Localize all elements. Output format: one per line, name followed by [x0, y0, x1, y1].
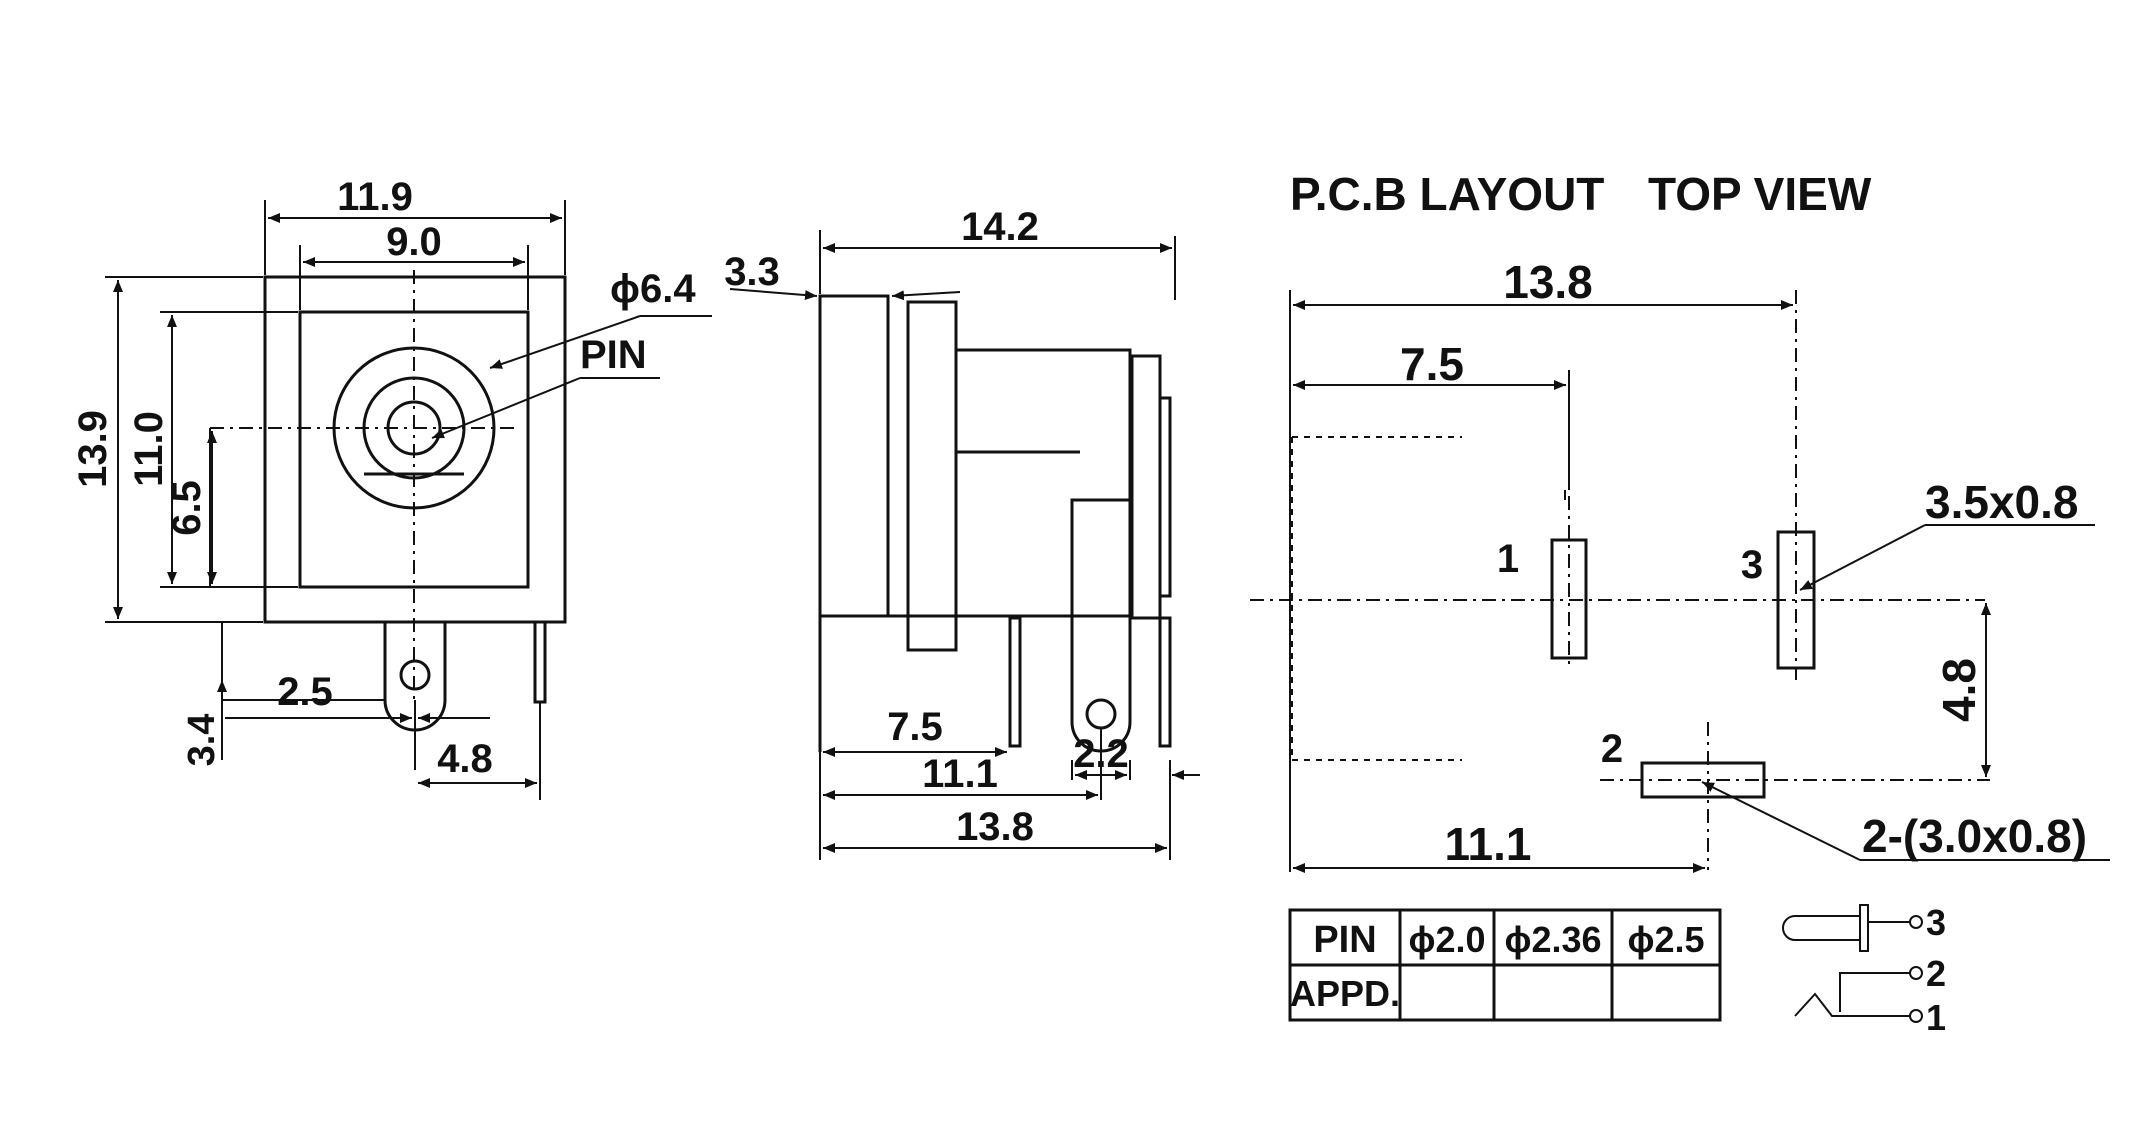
pcb-dim-overall: 13.8 [1503, 256, 1593, 308]
pad-1 [1550, 538, 1588, 660]
pad-label-3: 3 [1741, 543, 1763, 587]
pcb-dim-row-offset: 4.8 [1933, 658, 1985, 722]
dim-pin1-pos: 7.5 [887, 705, 943, 749]
pcb-layout-title: P.C.B LAYOUT [1290, 168, 1604, 220]
dim-pin3-pos: 13.8 [956, 805, 1034, 849]
dim-center-height: 6.5 [165, 480, 209, 536]
dim-pin2-pos: 11.1 [922, 752, 998, 796]
dim-front-offset: 3.3 [724, 250, 780, 294]
pcb-layout: P.C.B LAYOUT TOP VIEW [1250, 168, 2110, 873]
pcb-leaders [1701, 524, 2110, 861]
side-view-body [818, 294, 1172, 753]
dim-height-inner: 11.0 [127, 411, 171, 487]
front-view: 11.9 9.0 13.9 11.0 6.5 3.4 2.5 4.8 ϕ6.4 … [71, 175, 712, 800]
terminal-label-1: 1 [1926, 997, 1946, 1038]
pad-label-2: 2 [1601, 727, 1623, 771]
pcb-dimensions [1293, 300, 1991, 873]
callout-pin: PIN [580, 333, 647, 377]
terminal-dot [1909, 966, 1923, 980]
dim-width-inner: 9.0 [386, 220, 442, 264]
dim-overall-length: 14.2 [961, 205, 1039, 249]
dim-width-outer: 11.9 [337, 175, 413, 219]
front-view-dimensions [105, 200, 566, 800]
front-view-body [210, 270, 567, 732]
terminal-dot [1909, 1009, 1923, 1023]
table-header-2-5: ϕ2.5 [1627, 919, 1704, 960]
table-header-2-0: ϕ2.0 [1408, 919, 1485, 960]
dim-pin-offset: 2.5 [277, 670, 333, 714]
dim-pin-width: 2.2 [1073, 732, 1129, 776]
pcb-view-label: TOP VIEW [1648, 168, 1872, 220]
table-header-2-36: ϕ2.36 [1504, 919, 1601, 960]
pcb-dim-pin1: 7.5 [1400, 338, 1464, 390]
pad-label-1: 1 [1497, 537, 1519, 581]
pcb-pads [1550, 290, 1990, 870]
side-view-dimensions [729, 230, 1200, 860]
terminal-label-2: 2 [1926, 953, 1946, 994]
pcb-outline [1250, 290, 1985, 872]
note-slot3: 3.5x0.8 [1925, 476, 2078, 528]
table-header-pin: PIN [1313, 919, 1376, 961]
dim-pin-drop: 3.4 [181, 714, 223, 767]
dim-height-outer: 13.9 [71, 410, 115, 488]
pin-table: PIN ϕ2.0 ϕ2.36 ϕ2.5 APPD. [1288, 908, 1722, 1022]
table-row-label: APPD. [1290, 973, 1400, 1014]
terminal-label-3: 3 [1926, 902, 1946, 943]
note-slots12: 2-(3.0x0.8) [1862, 810, 2087, 862]
front-view-callouts [431, 315, 712, 439]
pcb-dim-pin2: 11.1 [1445, 818, 1532, 870]
jack-schematic: 3 2 1 [1782, 902, 1946, 1038]
terminal-dot [1909, 915, 1923, 929]
side-view: 14.2 3.3 7.5 11.1 2.2 13.8 [724, 205, 1200, 860]
dim-pin-spacing: 4.8 [437, 737, 493, 781]
callout-diameter: ϕ6.4 [610, 267, 696, 311]
